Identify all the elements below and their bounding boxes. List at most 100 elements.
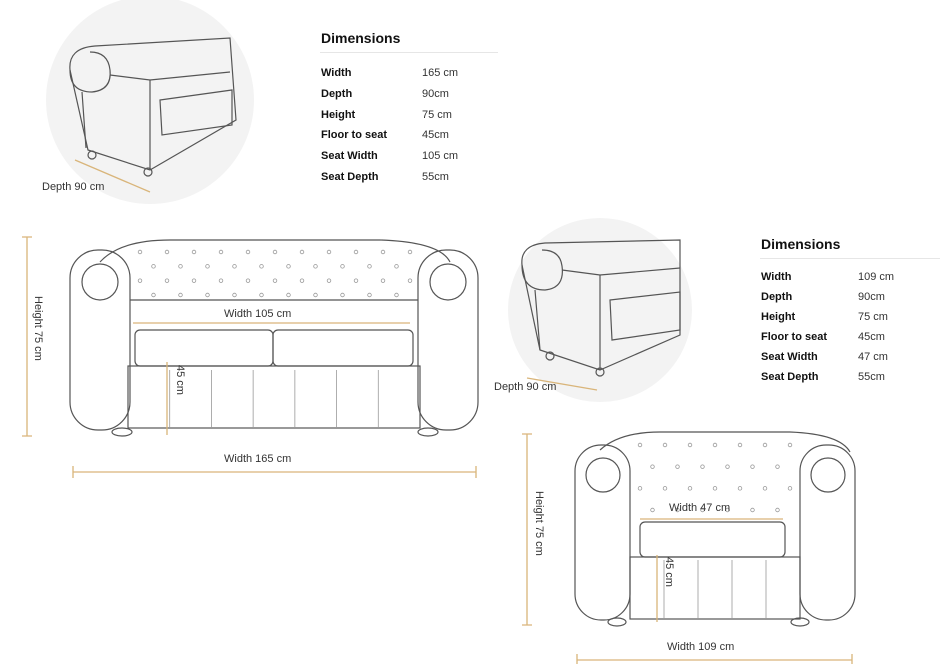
tuft-button: [775, 464, 780, 469]
sofa-side-view-sketch: [69, 37, 237, 177]
tuft-button: [675, 507, 680, 513]
tuft-button: [191, 249, 197, 255]
dimension-value: 90cm: [858, 291, 885, 303]
tuft-button: [725, 464, 730, 469]
tuft-button: [380, 278, 386, 283]
tuft-button: [178, 292, 183, 298]
sofa-height-label: Height 75 cm: [32, 296, 44, 361]
dimension-label: Seat Width: [321, 150, 378, 163]
divider: [760, 258, 940, 259]
tuft-button: [380, 249, 386, 255]
chair-front-sketch: [574, 431, 856, 627]
tuft-button: [137, 278, 143, 283]
tuft-button: [326, 278, 332, 283]
tuft-button: [205, 264, 210, 269]
chair-seat-height-label: 45 cm: [663, 557, 675, 587]
tuft-button: [725, 507, 730, 513]
tuft-button: [340, 292, 345, 298]
tuft-button: [218, 278, 224, 283]
tuft-button: [232, 292, 237, 298]
tuft-button: [191, 278, 197, 283]
chair-depth-line: [526, 377, 598, 391]
dimension-value: 105 cm: [422, 150, 459, 163]
tuft-button: [394, 264, 399, 269]
dimension-label: Width: [761, 271, 792, 283]
tuft-button: [737, 486, 743, 491]
tuft-button: [286, 264, 291, 269]
chair-width-label: Width 109 cm: [667, 641, 735, 653]
tuft-button: [245, 249, 251, 255]
dimension-label: Floor to seat: [321, 129, 388, 142]
tuft-button: [272, 249, 278, 255]
dimension-value: 165 cm: [422, 67, 459, 79]
sofa-dimensions-title: Dimensions: [321, 30, 401, 46]
sofa-seat-height-label: 45 cm: [174, 365, 186, 395]
dimension-label: Width: [321, 67, 352, 79]
tuft-button: [737, 442, 743, 448]
tuft-button: [407, 249, 413, 255]
sofa-seat-width-label: Width 105 cm: [224, 308, 292, 320]
tuft-button: [750, 507, 755, 513]
tuft-button: [232, 264, 237, 269]
tuft-button: [637, 486, 643, 491]
tuft-button: [151, 264, 156, 269]
sofa-front-sketch: [69, 239, 479, 437]
tuft-button: [313, 292, 318, 298]
tuft-button: [712, 486, 718, 491]
tuft-button: [687, 442, 693, 448]
tuft-button: [700, 507, 705, 513]
tuft-button: [762, 442, 768, 448]
dimension-value: 90cm: [422, 87, 449, 100]
tuft-button: [218, 249, 224, 255]
dimension-label: Depth: [321, 87, 353, 100]
dimension-label: Seat Depth: [321, 171, 379, 183]
tuft-button: [394, 292, 399, 298]
tuft-button: [178, 264, 183, 269]
tuft-button: [407, 278, 413, 283]
tuft-button: [750, 464, 755, 469]
tuft-button: [164, 278, 170, 283]
tuft-button: [164, 249, 170, 255]
tuft-button: [762, 486, 768, 491]
dimension-value: 45cm: [858, 331, 885, 343]
tuft-button: [326, 249, 332, 255]
dimension-label: Height: [321, 108, 356, 121]
dimension-label: Seat Depth: [761, 371, 819, 383]
tuft-button: [353, 249, 359, 255]
tuft-button: [662, 442, 668, 448]
tuft-button: [787, 442, 793, 448]
tuft-button: [675, 464, 680, 469]
tuft-button: [340, 264, 345, 269]
chair-dimensions-title: Dimensions: [761, 236, 841, 252]
dimension-value: 109 cm: [858, 271, 895, 283]
tuft-button: [650, 507, 655, 513]
dimension-value: 55cm: [858, 371, 885, 383]
tuft-button: [367, 264, 372, 269]
tuft-button: [259, 264, 264, 269]
dimension-label: Height: [761, 311, 796, 323]
tuft-button: [299, 278, 305, 283]
chair-side-view-sketch: [521, 239, 681, 377]
dimension-value: 47 cm: [858, 351, 888, 363]
tuft-button: [700, 464, 705, 469]
tuft-button: [775, 507, 780, 513]
tuft-button: [637, 442, 643, 448]
dimension-label: Floor to seat: [761, 331, 828, 343]
tuft-button: [787, 486, 793, 491]
tuft-button: [662, 486, 668, 491]
dimension-value: 75 cm: [422, 108, 452, 121]
tuft-button: [367, 292, 372, 298]
tuft-button: [137, 249, 143, 255]
dimension-value: 55cm: [422, 171, 449, 183]
tuft-button: [245, 278, 251, 283]
tuft-button: [353, 278, 359, 283]
dimension-label: Seat Width: [761, 351, 818, 363]
tuft-button: [286, 292, 291, 298]
tuft-button: [299, 249, 305, 255]
tuft-button: [205, 292, 210, 298]
chair-dimension-lines: [522, 433, 853, 664]
dimension-value: 45cm: [422, 129, 449, 142]
divider: [320, 52, 498, 53]
sofa-width-label: Width 165 cm: [224, 453, 292, 465]
